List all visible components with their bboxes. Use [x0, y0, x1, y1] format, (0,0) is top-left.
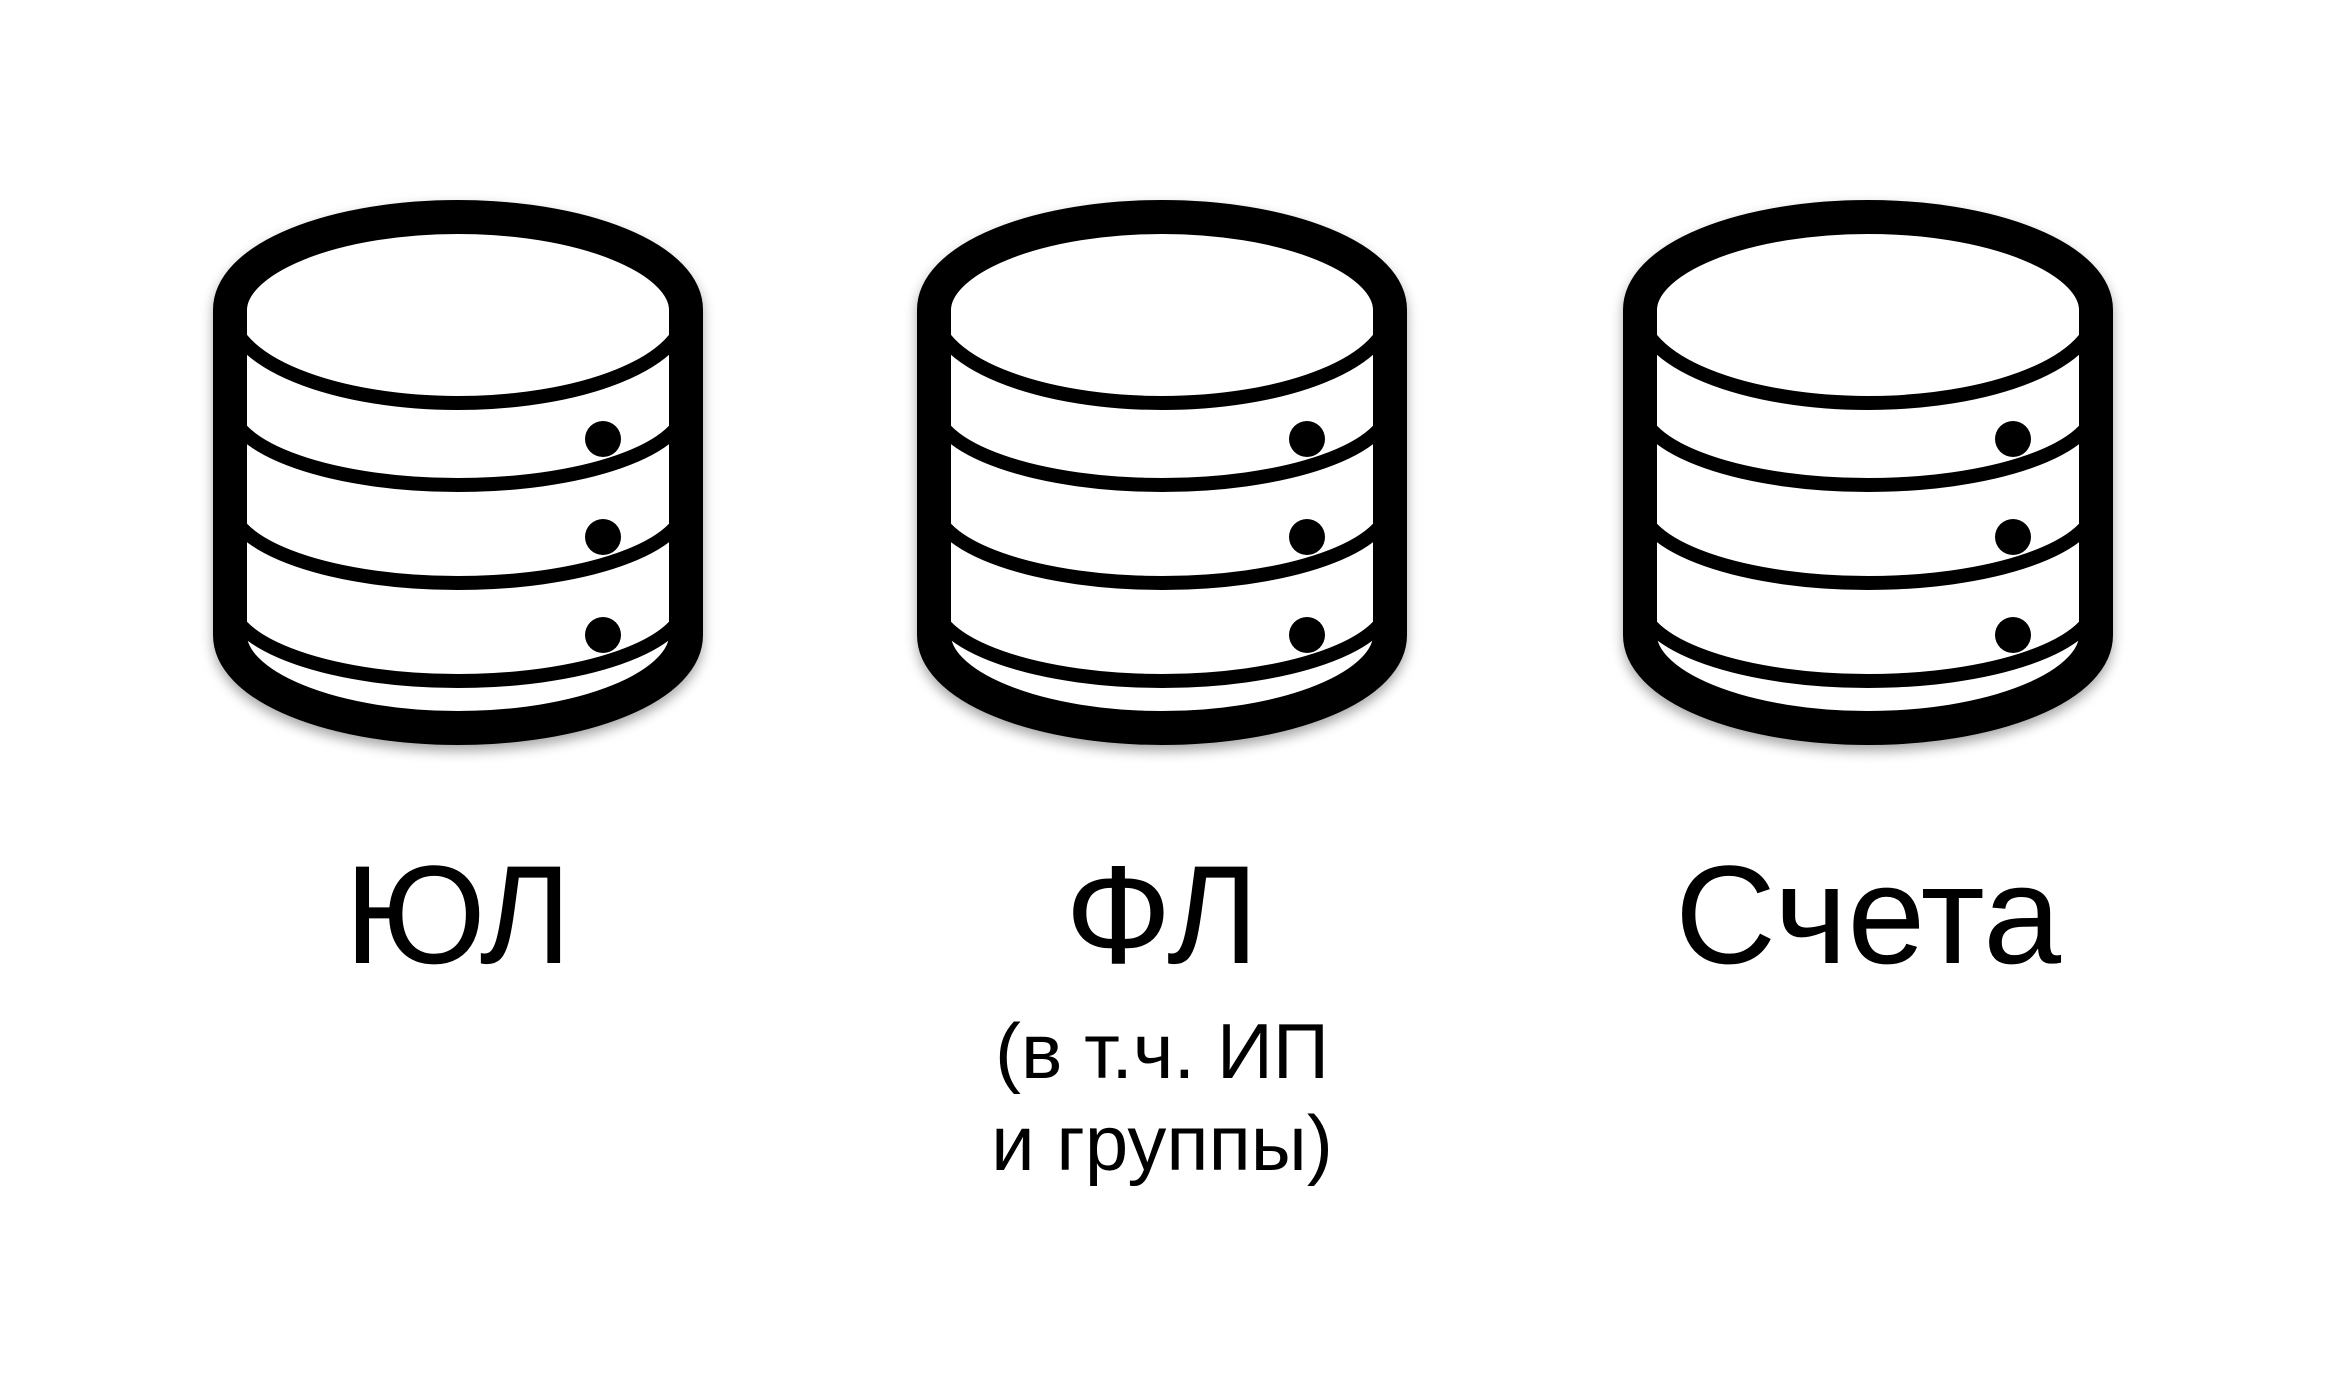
database-item-accounts: Счета — [1618, 195, 2118, 985]
database-label: Счета — [1674, 836, 2062, 993]
database-sublabel-line: (в т.ч. ИП — [995, 1007, 1329, 1095]
database-icon — [917, 195, 1407, 755]
database-label: ЮЛ — [344, 836, 572, 993]
database-icon — [213, 195, 703, 755]
database-item-yul: ЮЛ — [208, 195, 708, 985]
database-sublabel-line: и группы) — [991, 1099, 1333, 1187]
database-item-fl: ФЛ (в т.ч. ИП и группы) — [912, 195, 1412, 1189]
database-icon — [1623, 195, 2113, 755]
database-sublabel: (в т.ч. ИП и группы) — [991, 1005, 1333, 1189]
database-label: ФЛ — [1065, 836, 1259, 993]
